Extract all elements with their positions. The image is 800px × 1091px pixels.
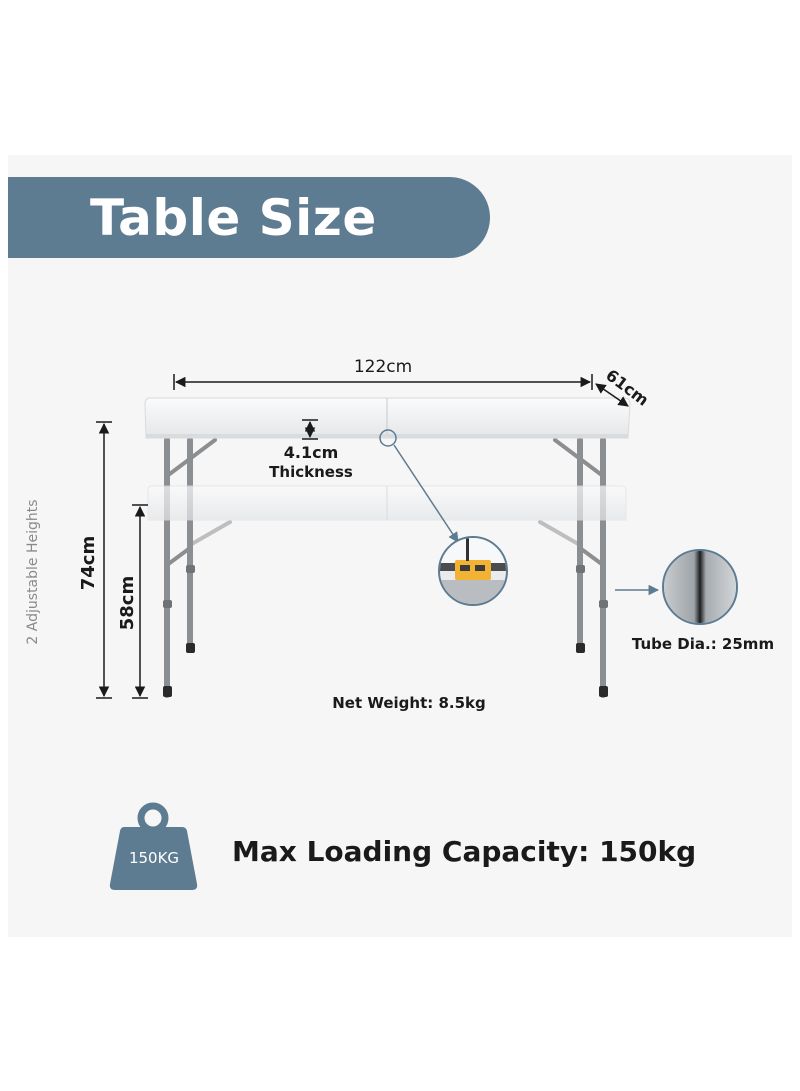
title-banner: [8, 177, 490, 258]
table-top: [144, 397, 631, 439]
tube-diameter-label: Tube Dia.: 25mm: [632, 635, 774, 653]
table-top-low-position: [147, 485, 627, 521]
hinge-detail-icon: [438, 536, 508, 606]
thickness-dimension: [302, 419, 318, 440]
weight-badge-label: 150KG: [129, 849, 179, 867]
height-high-dimension: [96, 421, 112, 699]
hinge-marker: [379, 429, 397, 447]
leg-feet: [163, 643, 608, 697]
length-label: 122cm: [354, 357, 412, 377]
tube-detail-icon: [662, 549, 738, 625]
adjustable-heights-label: 2 Adjustable Heights: [25, 499, 41, 644]
table-legs: [164, 437, 606, 698]
thickness-value: 4.1cm: [284, 443, 339, 462]
length-dimension: [173, 374, 593, 390]
hinge-pointer: [393, 444, 459, 543]
height-low-label: 58cm: [117, 576, 138, 630]
net-weight-label: Net Weight: 8.5kg: [332, 694, 486, 712]
page-title: Table Size: [90, 189, 377, 247]
max-capacity-label: Max Loading Capacity: 150kg: [232, 835, 697, 868]
height-low-dimension: [132, 504, 148, 699]
height-high-label: 74cm: [78, 536, 99, 590]
width-dimension: [595, 383, 629, 407]
height-adjusters: [163, 565, 608, 608]
thickness-label: Thickness: [269, 463, 353, 481]
weight-icon: [109, 802, 198, 890]
